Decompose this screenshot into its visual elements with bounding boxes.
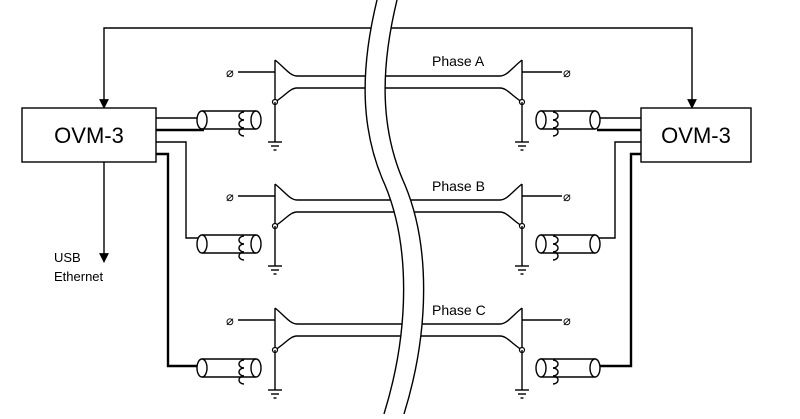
right-terminal-symbol: ⌀ (563, 189, 571, 204)
coil-turn (238, 243, 245, 253)
sync-line (99, 27, 697, 109)
left-terminal-symbol: ⌀ (226, 313, 234, 328)
coax-end-ellipse (196, 110, 208, 130)
phase-a-label: Phase A (432, 53, 485, 69)
coax-end-ellipse (535, 234, 547, 254)
cable-break-mark (364, 0, 425, 415)
coax-end-ellipse (535, 358, 547, 378)
coax-end-ellipse (589, 234, 601, 254)
coil-turn (552, 243, 559, 253)
coil-turn (552, 359, 559, 369)
coil-turn (552, 111, 559, 121)
right-cable-termination (499, 183, 523, 227)
coil-turn (552, 127, 559, 137)
coax-end-ellipse (535, 110, 547, 130)
coax-end-ellipse (196, 358, 208, 378)
phase-c-label: Phase C (432, 302, 486, 318)
coil-turn (238, 359, 245, 369)
coil-turn (552, 367, 559, 377)
coax-end-ellipse (196, 234, 208, 254)
coax-end-ellipse (589, 358, 601, 378)
left-ground-icon (268, 389, 282, 399)
right-terminal-symbol: ⌀ (563, 313, 571, 328)
right-coax-sensor (535, 234, 601, 261)
phase-c-assembly: ⌀⌀ (196, 307, 601, 399)
right-device-label: OVM-3 (661, 123, 731, 148)
coil-turn (552, 119, 559, 129)
right-cable-termination (499, 59, 523, 103)
left-ground-icon (268, 265, 282, 275)
left-device-leads (156, 117, 204, 368)
coax-end-ellipse (589, 110, 601, 130)
phase-b-label: Phase B (432, 178, 485, 194)
left-coax-sensor (196, 234, 262, 261)
coax-end-ellipse (250, 234, 262, 254)
right-ground-icon (515, 265, 529, 275)
coil-turn (238, 235, 245, 245)
coil-turn (238, 111, 245, 121)
usb-ethernet-output: USB Ethernet (54, 162, 109, 284)
coax-end-ellipse (250, 110, 262, 130)
right-cable-termination (499, 307, 523, 351)
output-usb-label: USB (54, 250, 81, 265)
right-terminal-symbol: ⌀ (563, 65, 571, 80)
coil-turn (238, 119, 245, 129)
coil-turn (552, 235, 559, 245)
coil-turn (238, 375, 245, 385)
left-coax-sensor (196, 110, 262, 137)
right-ovm-device: OVM-3 (640, 107, 752, 163)
coil-turn (238, 127, 245, 137)
left-cable-termination (274, 183, 298, 227)
right-ground-icon (515, 389, 529, 399)
left-terminal-symbol: ⌀ (226, 65, 234, 80)
coil-turn (238, 367, 245, 377)
phase-a-assembly: ⌀⌀ (196, 59, 601, 151)
right-coax-sensor (535, 358, 601, 385)
coil-turn (238, 251, 245, 261)
coax-end-ellipse (250, 358, 262, 378)
output-ethernet-label: Ethernet (54, 269, 104, 284)
left-cable-termination (274, 59, 298, 103)
left-ground-icon (268, 141, 282, 151)
right-device-leads (597, 117, 641, 368)
left-coax-sensor (196, 358, 262, 385)
coil-turn (552, 251, 559, 261)
left-device-label: OVM-3 (54, 123, 124, 148)
right-ground-icon (515, 141, 529, 151)
left-terminal-symbol: ⌀ (226, 189, 234, 204)
left-cable-termination (274, 307, 298, 351)
right-coax-sensor (535, 110, 601, 137)
coil-turn (552, 375, 559, 385)
left-ovm-device: OVM-3 (21, 107, 157, 163)
